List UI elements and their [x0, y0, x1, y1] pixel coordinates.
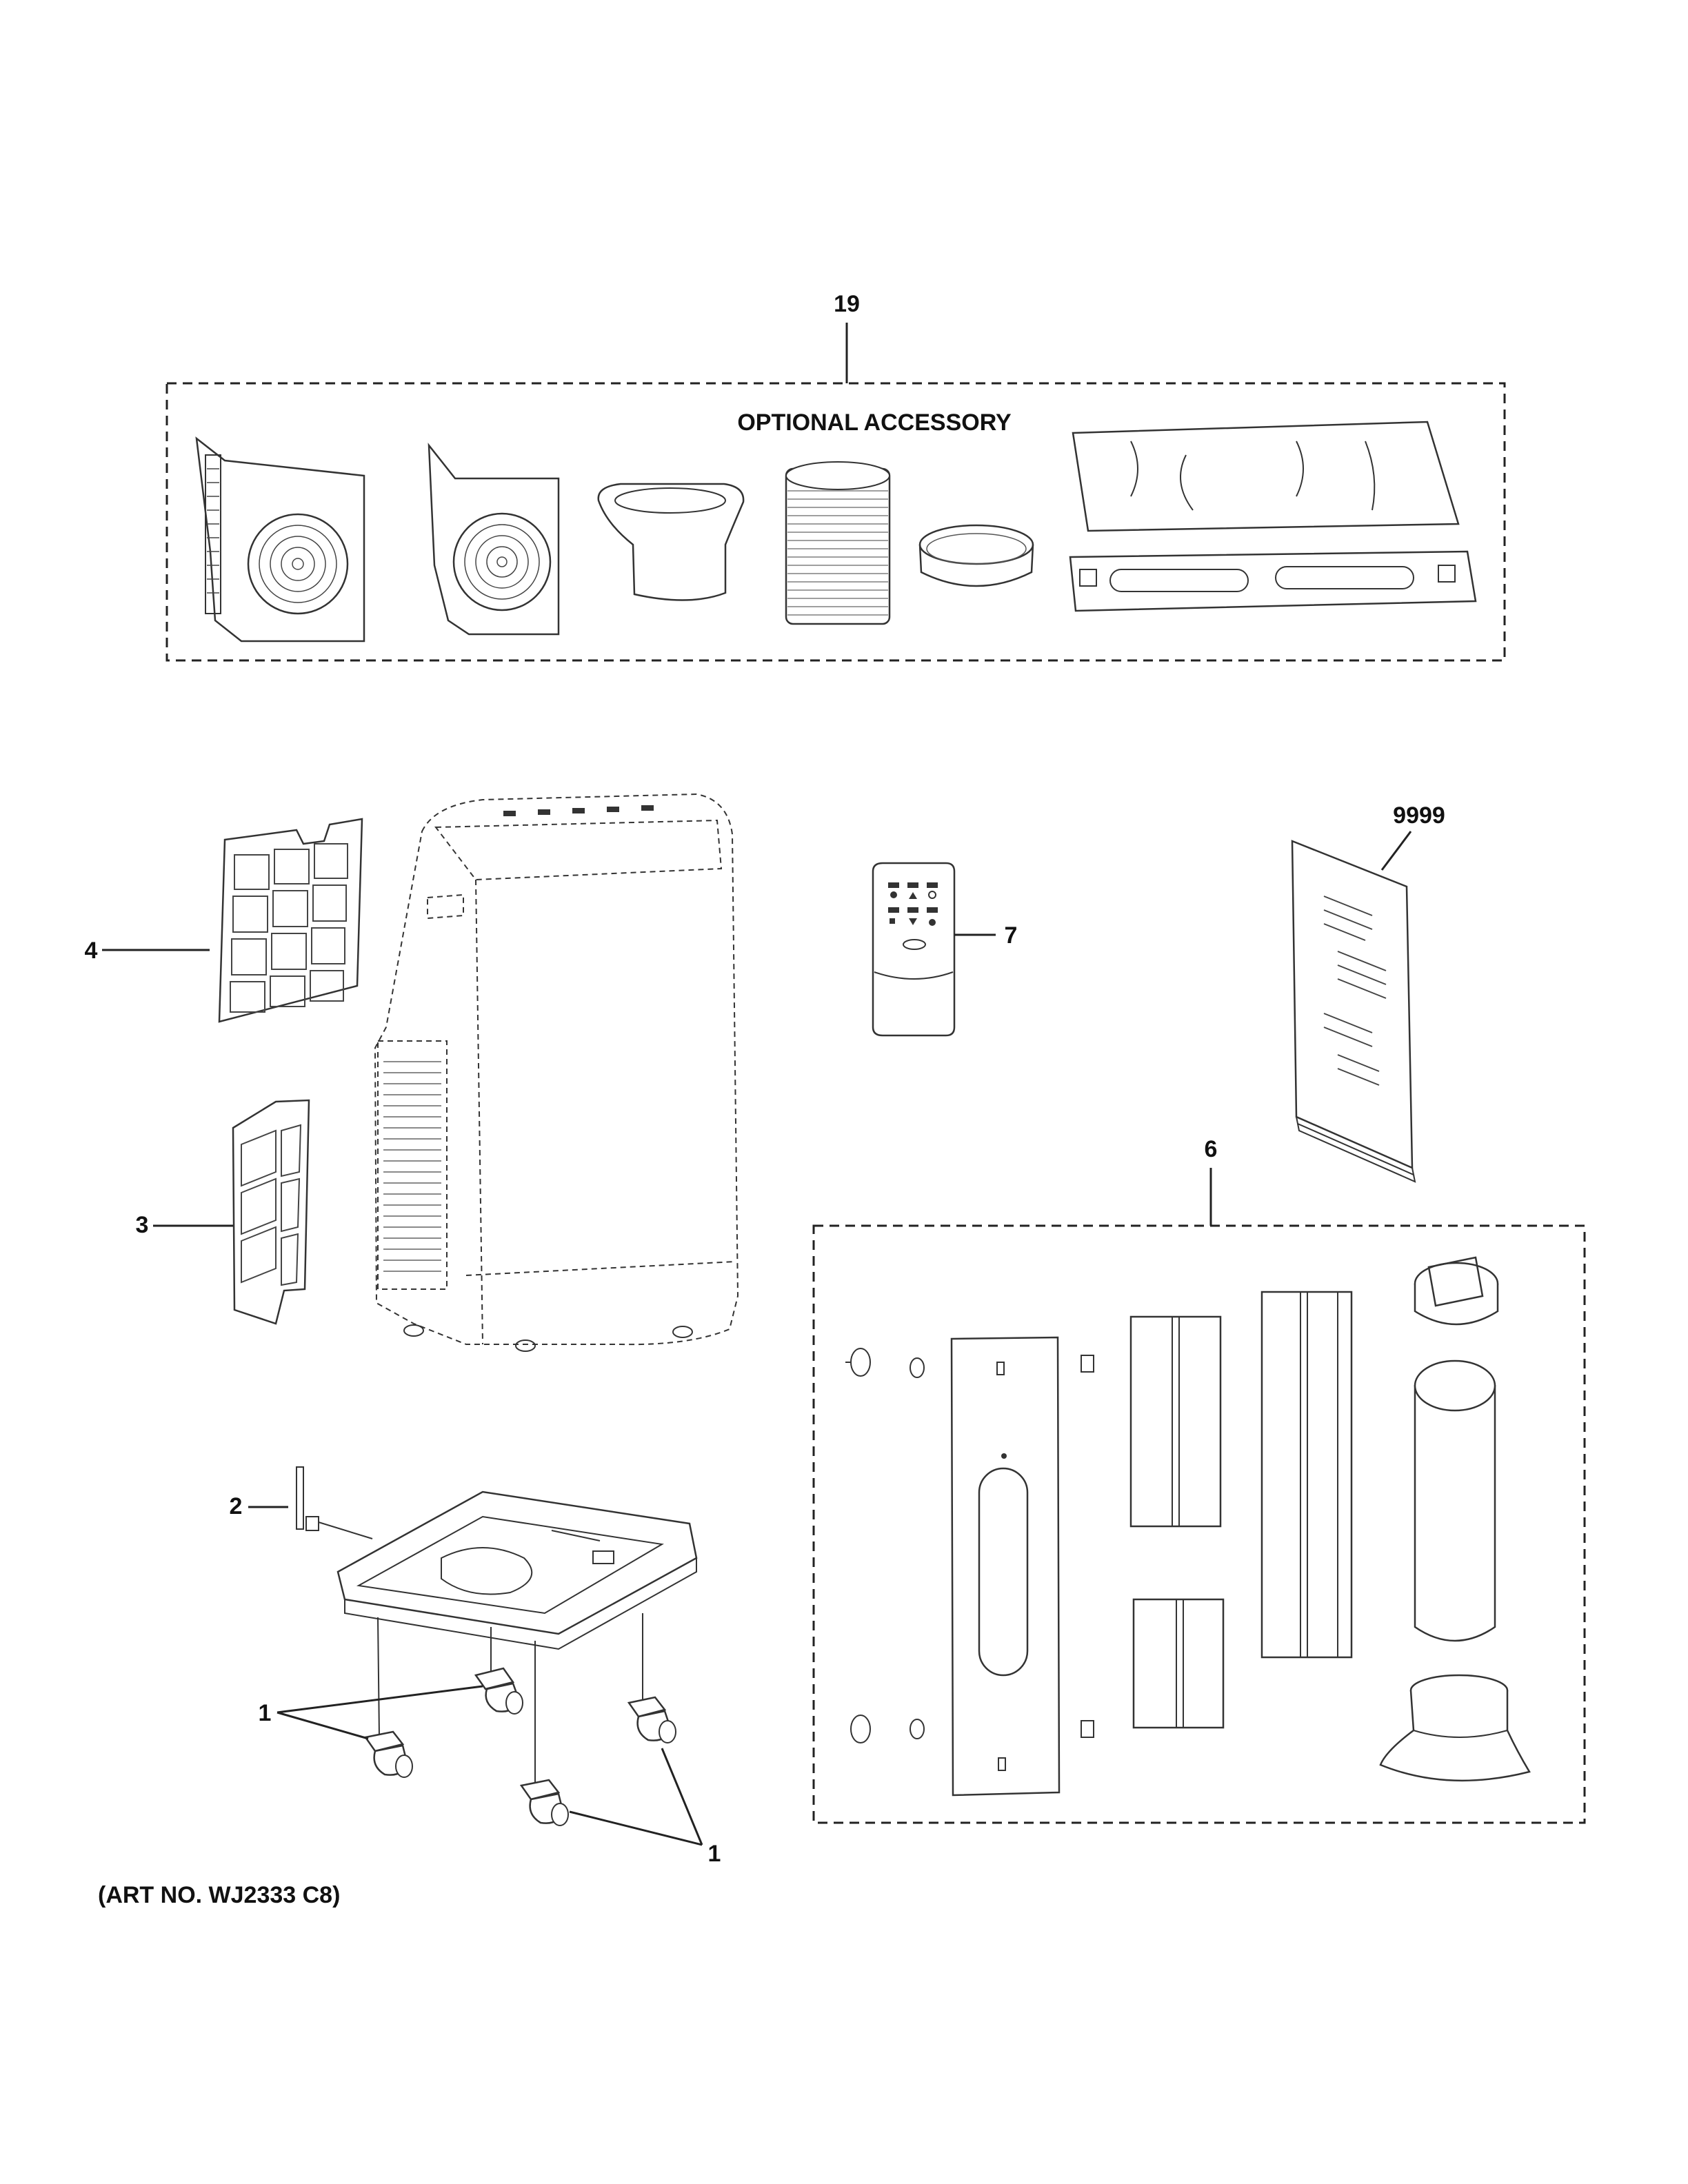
carbon-filter-group: 3 [136, 1099, 310, 1325]
casters-group: 1 1 [259, 1613, 721, 1867]
optional-accessory-group: 19 OPTIONAL ACCESSORY [165, 291, 1506, 662]
exhaust-hose [1414, 1359, 1496, 1642]
callout-2: 2 [230, 1493, 243, 1519]
callout-1-left-leader-a [277, 1685, 483, 1714]
unit-control-buttons [503, 805, 654, 816]
caster-wheel [474, 1667, 523, 1715]
air-filter [218, 818, 363, 1023]
callout-7: 7 [1005, 922, 1018, 949]
carbon-filter [232, 1099, 310, 1325]
callout-1-right-leader-a [661, 1748, 703, 1846]
remote-control [872, 862, 956, 1037]
rear-panel-small [428, 443, 560, 636]
air-conditioner-unit [374, 793, 739, 1346]
callout-3: 3 [136, 1212, 149, 1238]
callout-19: 19 [834, 291, 860, 317]
callout-1-left-leader-b [277, 1711, 369, 1740]
callout-6: 6 [1205, 1136, 1218, 1162]
caster-wheel [519, 1779, 569, 1826]
owners-manual-group: 9999 [1291, 802, 1445, 1183]
art-number: (ART NO. WJ2333 C8) [98, 1882, 340, 1908]
window-slider-panel [1069, 550, 1477, 612]
window-extension-panel [1129, 1315, 1222, 1528]
callout-1-right: 1 [708, 1841, 721, 1867]
drain-pin [296, 1466, 373, 1539]
caster-wheel [627, 1696, 676, 1743]
optional-accessory-title: OPTIONAL ACCESSORY [737, 410, 1012, 436]
optional-accessory-box [165, 382, 1506, 662]
window-panel-long [950, 1336, 1061, 1797]
window-kit-group: 6 [812, 1136, 1586, 1824]
window-extension-panel-tall [1260, 1291, 1353, 1659]
window-extension-panel [1132, 1598, 1225, 1729]
flexible-hose [785, 461, 891, 625]
callout-9999-leader [1380, 831, 1412, 871]
callout-1-right-leader-b [569, 1810, 703, 1846]
callout-1-left: 1 [259, 1700, 272, 1726]
remote-control-group: 7 [872, 862, 1018, 1037]
exhaust-adaptor [597, 483, 745, 601]
exhaust-adaptor-bottom [1379, 1674, 1531, 1782]
window-seal-foam [1072, 421, 1460, 532]
window-kit-box [812, 1224, 1586, 1824]
callout-4: 4 [85, 938, 98, 964]
base-tray [336, 1490, 698, 1650]
rear-panel-large [195, 436, 365, 643]
callout-9999: 9999 [1393, 802, 1445, 829]
hose-ring-connector [918, 524, 1034, 587]
pin-group: 2 [230, 1466, 373, 1539]
filter-group: 4 [85, 818, 363, 1023]
exhaust-connector-top [1414, 1256, 1499, 1326]
unit-side-grille [383, 1061, 441, 1272]
caster-wheel [363, 1730, 413, 1778]
mounting-hardware [845, 1348, 1094, 1743]
owners-manual [1291, 840, 1416, 1183]
unit-casters [403, 1324, 693, 1352]
